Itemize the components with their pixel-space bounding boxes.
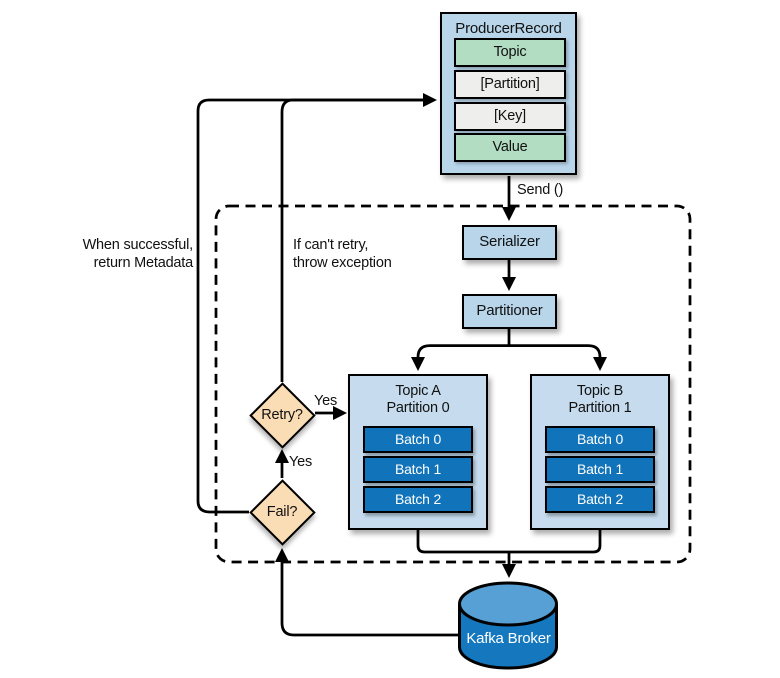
topics-join-line <box>416 530 602 554</box>
retry-diamond-label: Retry? <box>261 407 303 423</box>
success-note-line1: When successful, <box>82 237 194 253</box>
topic-a-title: Topic A Partition 0 <box>350 376 486 417</box>
exception-note: If can't retry, throw exception <box>293 236 463 272</box>
metadata-return-line <box>196 98 424 514</box>
success-note-line2: return Metadata <box>93 255 194 271</box>
topic-a-batch-0: Batch 0 <box>363 426 473 453</box>
yes-label-retry: Yes <box>314 393 338 409</box>
topic-a-partition: Partition 0 <box>386 400 450 416</box>
topic-b-partition: Partition 1 <box>568 400 632 416</box>
send-label: Send () <box>517 182 564 198</box>
field-key: [Key] <box>454 102 566 131</box>
topic-a-batch-1: Batch 1 <box>363 456 473 483</box>
topic-b-name: Topic B <box>576 383 624 399</box>
exception-note-line1: If can't retry, <box>293 237 369 253</box>
yes-label-fail: Yes <box>289 454 313 470</box>
producer-boundary-dashed-box <box>214 204 692 564</box>
partitioner-box: Partitioner <box>462 294 557 329</box>
broker-to-fail-arrow <box>275 548 460 637</box>
topic-b-title: Topic B Partition 1 <box>532 376 668 417</box>
broker-cylinder-top <box>458 581 558 627</box>
fail-diamond-label: Fail? <box>266 504 298 520</box>
producer-record-box: ProducerRecord Topic [Partition] [Key] V… <box>440 12 577 175</box>
field-value: Value <box>454 133 566 162</box>
topic-a-panel: Topic A Partition 0 Batch 0 Batch 1 Batc… <box>348 374 488 530</box>
topic-b-batch-0: Batch 0 <box>545 426 655 453</box>
serializer-box: Serializer <box>462 225 557 260</box>
kafka-broker-cylinder <box>458 581 558 670</box>
field-topic: Topic <box>454 38 566 67</box>
kafka-broker-label: Kafka Broker <box>466 630 551 647</box>
producer-record-title: ProducerRecord <box>455 20 562 37</box>
exception-note-line2: throw exception <box>293 255 392 271</box>
success-note: When successful, return Metadata <box>28 236 194 272</box>
topic-a-name: Topic A <box>395 383 441 399</box>
topic-b-batch-1: Batch 1 <box>545 456 655 483</box>
field-partition: [Partition] <box>454 70 566 99</box>
split-to-topic-b-arrow <box>509 344 607 371</box>
split-to-topic-a-arrow <box>411 344 509 371</box>
topic-b-panel: Topic B Partition 1 Batch 0 Batch 1 Batc… <box>530 374 670 530</box>
topic-b-batch-2: Batch 2 <box>545 486 655 513</box>
topic-a-batch-2: Batch 2 <box>363 486 473 513</box>
